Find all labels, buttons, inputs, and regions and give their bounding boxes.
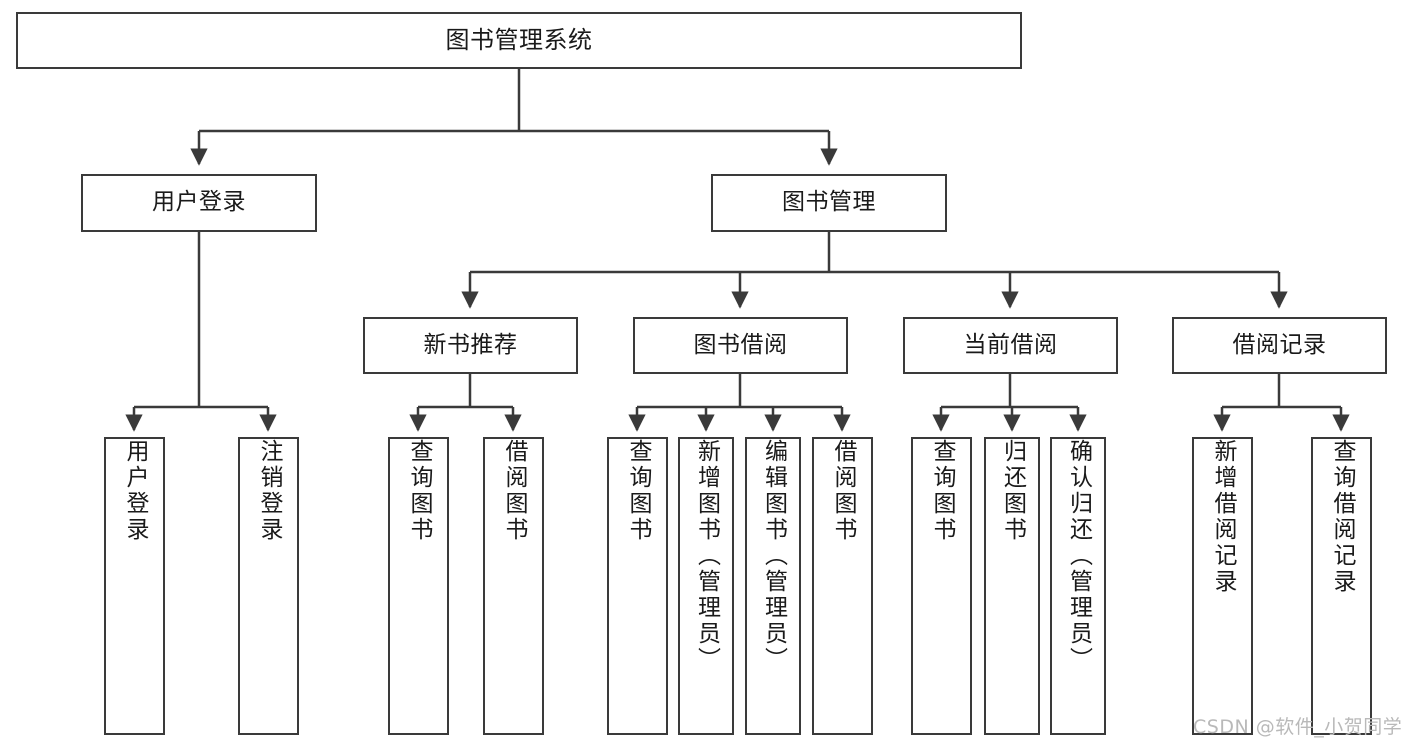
node-leaf-query-borrow-record[interactable]: 查询借阅记录 bbox=[1311, 437, 1372, 735]
node-leaf-borrow-book-1[interactable]: 借阅图书 bbox=[483, 437, 544, 735]
node-label: 归还图书 bbox=[999, 439, 1026, 543]
node-label: 用户登录 bbox=[152, 189, 246, 216]
node-label: 当前借阅 bbox=[963, 331, 1058, 358]
node-leaf-return-book[interactable]: 归还图书 bbox=[984, 437, 1040, 735]
node-label: 注销登录 bbox=[256, 439, 282, 543]
node-label: 查询图书 bbox=[406, 439, 432, 543]
node-label: 图书管理系统 bbox=[445, 26, 593, 55]
node-book-borrow[interactable]: 图书借阅 bbox=[633, 317, 848, 374]
node-label: 查询借阅记录 bbox=[1329, 439, 1355, 595]
node-user-login[interactable]: 用户登录 bbox=[81, 174, 317, 232]
node-leaf-query-book-2[interactable]: 查询图书 bbox=[607, 437, 668, 735]
node-label: 借阅图书 bbox=[501, 439, 527, 543]
node-borrow-record[interactable]: 借阅记录 bbox=[1172, 317, 1387, 374]
node-root-book-management-system[interactable]: 图书管理系统 bbox=[16, 12, 1022, 69]
node-leaf-edit-book-admin[interactable]: 编辑图书（管理员） bbox=[745, 437, 801, 735]
node-label: 用户登录 bbox=[122, 439, 148, 543]
node-label: 借阅图书 bbox=[830, 439, 856, 543]
node-label: 图书借阅 bbox=[693, 331, 788, 358]
node-label: 新增借阅记录 bbox=[1210, 439, 1236, 595]
watermark-csdn: CSDN @软件_小贺同学 bbox=[1193, 716, 1403, 738]
node-leaf-borrow-book-2[interactable]: 借阅图书 bbox=[812, 437, 873, 735]
node-leaf-query-book-1[interactable]: 查询图书 bbox=[388, 437, 449, 735]
node-leaf-add-book-admin[interactable]: 新增图书（管理员） bbox=[678, 437, 734, 735]
node-leaf-logout[interactable]: 注销登录 bbox=[238, 437, 299, 735]
node-new-book-recommend[interactable]: 新书推荐 bbox=[363, 317, 578, 374]
node-leaf-confirm-return-admin[interactable]: 确认归还（管理员） bbox=[1050, 437, 1106, 735]
node-leaf-user-login[interactable]: 用户登录 bbox=[104, 437, 165, 735]
node-label: 图书管理 bbox=[782, 189, 876, 216]
node-label: 借阅记录 bbox=[1232, 331, 1327, 358]
node-leaf-add-borrow-record[interactable]: 新增借阅记录 bbox=[1192, 437, 1253, 735]
node-label: 查询图书 bbox=[625, 439, 651, 543]
node-book-manage[interactable]: 图书管理 bbox=[711, 174, 947, 232]
node-label: 编辑图书（管理员） bbox=[760, 439, 787, 673]
node-current-borrow[interactable]: 当前借阅 bbox=[903, 317, 1118, 374]
node-leaf-query-book-3[interactable]: 查询图书 bbox=[911, 437, 972, 735]
node-label: 查询图书 bbox=[929, 439, 955, 543]
node-label: 新增图书（管理员） bbox=[693, 439, 720, 673]
node-label: 新书推荐 bbox=[423, 331, 518, 358]
node-label: 确认归还（管理员） bbox=[1065, 439, 1092, 673]
